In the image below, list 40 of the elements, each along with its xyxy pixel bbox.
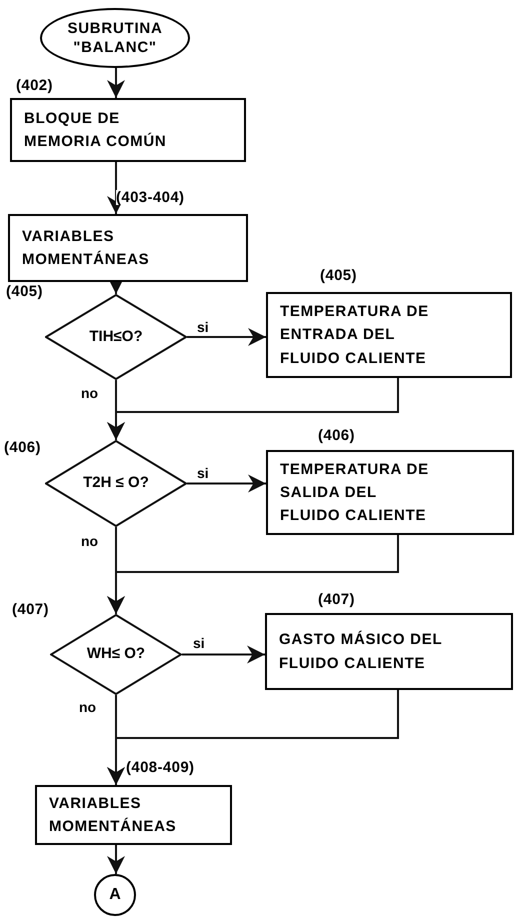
decision-diamond	[50, 614, 182, 695]
arrow	[107, 378, 399, 440]
node-text: WH≤ O?	[86, 644, 146, 664]
node-text: A	[109, 885, 121, 905]
step-number: (406)	[318, 428, 355, 443]
step-number: (406)	[4, 440, 41, 455]
process-box	[8, 214, 248, 282]
step-number: (403-404)	[116, 190, 184, 205]
step-number: (407)	[12, 602, 49, 617]
node-text: VARIABLES MOMENTÁNEAS	[22, 226, 150, 270]
step-number: (408-409)	[126, 760, 194, 775]
arrow	[187, 474, 266, 492]
step-number: (405)	[320, 268, 357, 283]
decision-diamond	[45, 294, 187, 380]
node-text: VARIABLES MOMENTÁNEAS	[49, 794, 178, 837]
node-text: TIH≤O?	[89, 326, 143, 347]
step-number: (405)	[6, 284, 43, 299]
arrow	[107, 690, 399, 785]
node-text: BLOQUE DE MEMORIA COMÚN	[24, 108, 168, 152]
process-box	[265, 613, 513, 690]
process-box	[266, 292, 512, 378]
edge-label: si	[192, 636, 206, 650]
node-text: TEMPERATURA DE ENTRADA DEL FLUIDO CALIENTE	[280, 302, 430, 369]
arrow	[107, 845, 125, 874]
arrow	[107, 535, 399, 614]
process-box	[266, 450, 514, 535]
node-text: GASTO MÁSICO DEL FLUIDO CALIENTE	[279, 630, 444, 674]
arrow	[187, 328, 266, 346]
edge-label: si	[196, 320, 210, 334]
arrow	[182, 646, 265, 664]
node-text: SUBRUTINA "BALANC"	[66, 18, 164, 58]
node-text: TEMPERATURA DE SALIDA DEL FLUIDO CALIENTE	[280, 460, 430, 526]
step-number: (407)	[318, 592, 355, 607]
process-box	[10, 98, 246, 162]
step-number: (402)	[16, 78, 53, 93]
process-box	[35, 785, 232, 845]
decision-diamond	[45, 440, 187, 527]
node-text: T2H ≤ O?	[83, 473, 149, 494]
arrow	[107, 68, 125, 98]
edge-label: si	[196, 466, 210, 480]
